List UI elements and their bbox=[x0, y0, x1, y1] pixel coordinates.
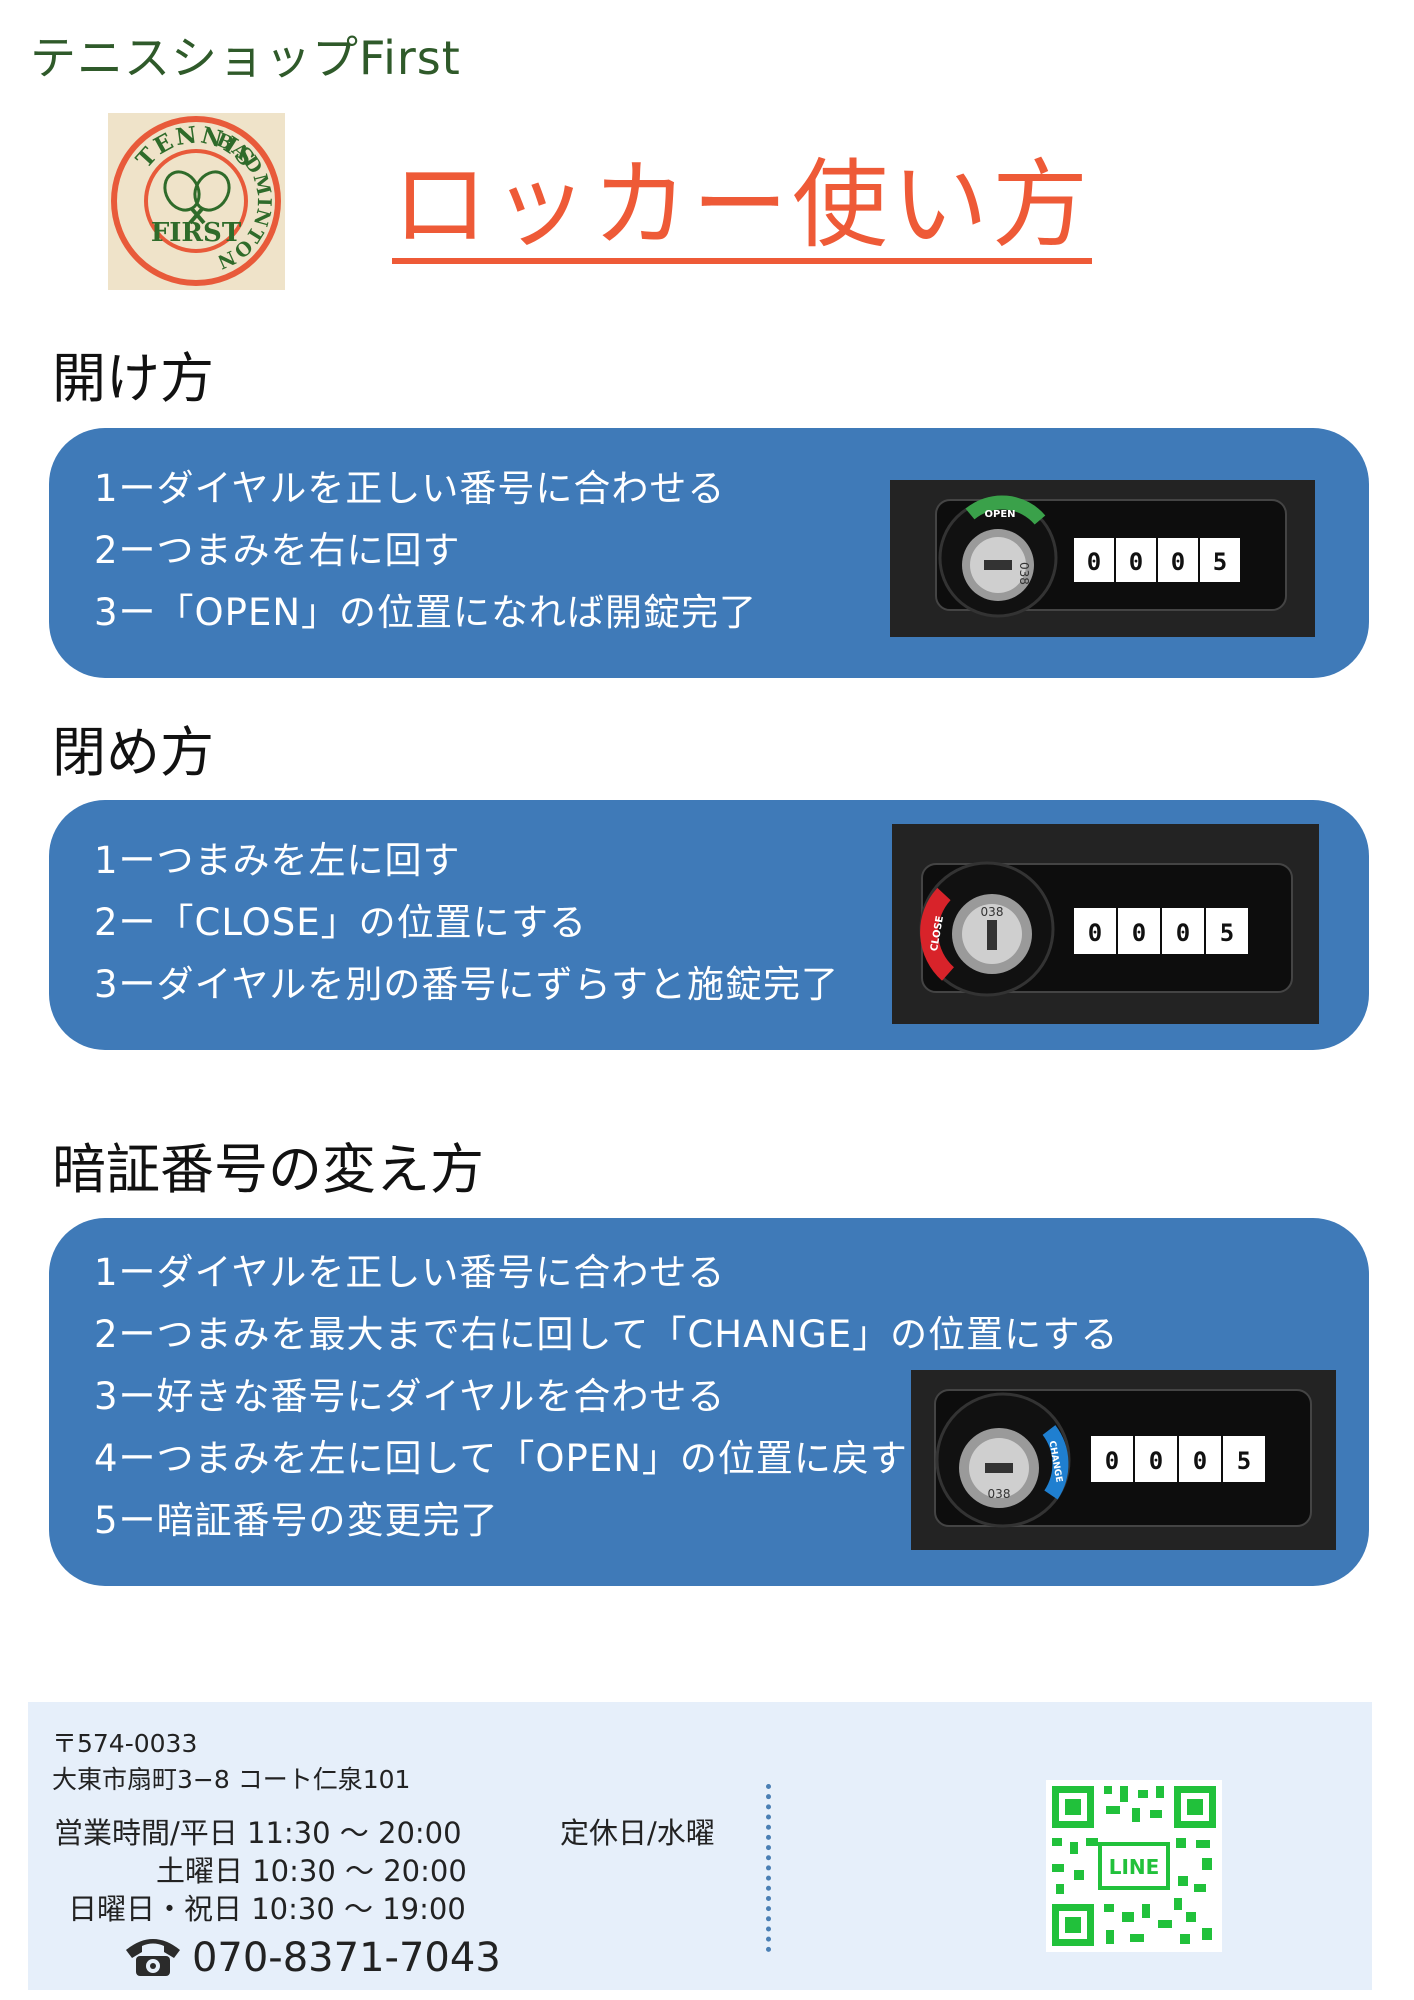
dial-digit: 5 bbox=[1237, 1447, 1251, 1475]
steps-card-open: 1ーダイヤルを正しい番号に合わせる 2ーつまみを右に回す 3ー「OPEN」の位置… bbox=[49, 428, 1369, 678]
section-heading-change: 暗証番号の変え方 bbox=[52, 1138, 484, 1201]
phone-icon bbox=[122, 1932, 184, 1984]
phone-number[interactable]: 070-8371-7043 bbox=[191, 1935, 501, 1981]
steps-list-open: 1ーダイヤルを正しい番号に合わせる 2ーつまみを右に回す 3ー「OPEN」の位置… bbox=[94, 458, 757, 644]
dial-digit: 0 bbox=[1105, 1447, 1119, 1475]
dial-digit: 0 bbox=[1088, 919, 1102, 947]
step-item: 1ーダイヤルを正しい番号に合わせる bbox=[94, 467, 726, 510]
line-qr-code[interactable]: LINE bbox=[1046, 1780, 1222, 1952]
postal-code: 〒574-0033 bbox=[52, 1729, 198, 1758]
dial-digit: 0 bbox=[1176, 919, 1190, 947]
step-item: 5ー暗証番号の変更完了 bbox=[94, 1499, 499, 1542]
footer-info: 〒574-0033 大東市扇町3−8 コート仁泉101 営業時間/平日 11:3… bbox=[28, 1702, 1372, 1990]
dial-digit: 5 bbox=[1220, 919, 1234, 947]
dial-digit: 0 bbox=[1087, 548, 1101, 576]
dial-digit: 0 bbox=[1193, 1447, 1207, 1475]
lock-photo-open: OPEN 038 0 0 0 5 bbox=[890, 480, 1315, 637]
key-number-change: 038 bbox=[988, 1487, 1011, 1501]
qr-line-label: LINE bbox=[1109, 1855, 1160, 1879]
step-item: 1ーダイヤルを正しい番号に合わせる bbox=[94, 1251, 726, 1294]
steps-card-change: 1ーダイヤルを正しい番号に合わせる 2ーつまみを最大まで右に回して「CHANGE… bbox=[49, 1218, 1369, 1586]
hours-saturday: 土曜日 10:30 〜 20:00 bbox=[156, 1854, 467, 1888]
steps-list-close: 1ーつまみを左に回す 2ー「CLOSE」の位置にする 3ーダイヤルを別の番号にず… bbox=[94, 830, 839, 1016]
section-heading-open: 開け方 bbox=[52, 347, 214, 410]
dial-digit: 0 bbox=[1132, 919, 1146, 947]
key-number-open: 038 bbox=[1017, 562, 1031, 585]
dial-digit: 5 bbox=[1213, 548, 1227, 576]
closed-day: 定休日/水曜 bbox=[560, 1816, 715, 1850]
steps-card-close: 1ーつまみを左に回す 2ー「CLOSE」の位置にする 3ーダイヤルを別の番号にず… bbox=[49, 800, 1369, 1050]
step-item: 3ーダイヤルを別の番号にずらすと施錠完了 bbox=[94, 963, 840, 1006]
hours-weekday: 営業時間/平日 11:30 〜 20:00 bbox=[54, 1816, 462, 1850]
lock-photo-close: CLOSE 038 0 0 0 5 bbox=[892, 824, 1319, 1024]
step-item: 2ーつまみを右に回す bbox=[94, 529, 461, 572]
logo-center-text: FIRST bbox=[151, 218, 242, 248]
phone-row[interactable]: 070-8371-7043 bbox=[122, 1932, 501, 1984]
hours-sunday: 日曜日・祝日 10:30 〜 19:00 bbox=[68, 1892, 466, 1926]
address: 大東市扇町3−8 コート仁泉101 bbox=[52, 1765, 411, 1794]
key-number-close: 038 bbox=[981, 905, 1004, 919]
dial-digit: 0 bbox=[1171, 548, 1185, 576]
step-item: 2ー「CLOSE」の位置にする bbox=[94, 901, 588, 944]
shop-logo: TENNIS BADMINTON FIRST bbox=[108, 113, 285, 290]
dial-digit: 0 bbox=[1149, 1447, 1163, 1475]
page-title: ロッカー使い方 bbox=[392, 149, 1092, 261]
divider bbox=[766, 1784, 771, 1952]
step-item: 4ーつまみを左に回して「OPEN」の位置に戻す bbox=[94, 1437, 908, 1480]
section-heading-close: 閉め方 bbox=[52, 721, 214, 784]
dial-digit: 0 bbox=[1129, 548, 1143, 576]
step-item: 3ー好きな番号にダイヤルを合わせる bbox=[94, 1375, 726, 1418]
steps-list-change: 1ーダイヤルを正しい番号に合わせる 2ーつまみを最大まで右に回して「CHANGE… bbox=[94, 1242, 1119, 1552]
step-item: 3ー「OPEN」の位置になれば開錠完了 bbox=[94, 591, 758, 634]
lock-label-open: OPEN bbox=[984, 509, 1015, 520]
title-underline bbox=[392, 258, 1092, 264]
step-item: 2ーつまみを最大まで右に回して「CHANGE」の位置にする bbox=[94, 1313, 1119, 1356]
lock-photo-change: CHANGE 038 0 0 0 5 bbox=[911, 1370, 1336, 1550]
shop-name: テニスショップFirst bbox=[30, 31, 461, 85]
step-item: 1ーつまみを左に回す bbox=[94, 839, 461, 882]
